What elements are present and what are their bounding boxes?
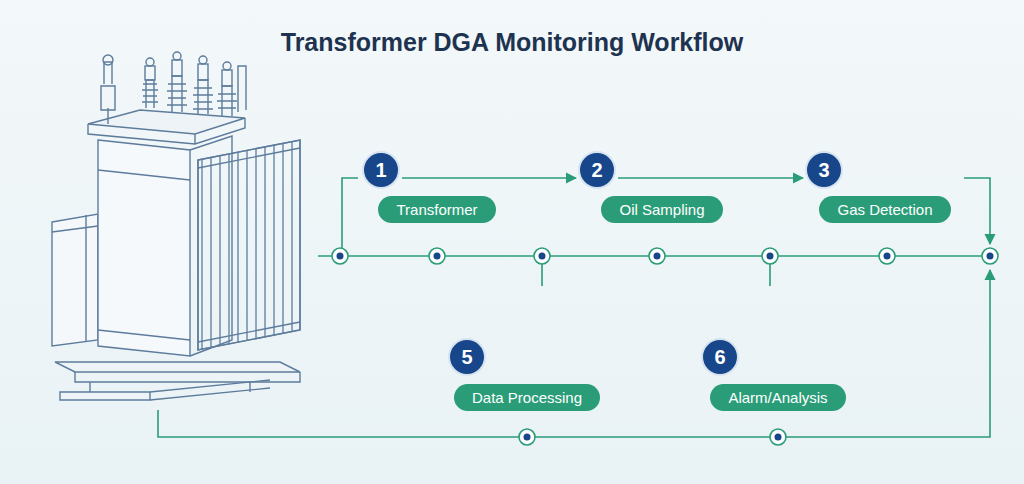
step-label-pill: Data Processing — [454, 384, 600, 411]
step-label-pill: Gas Detection — [819, 196, 950, 223]
flow-arrow — [618, 177, 803, 179]
bushing — [167, 52, 187, 112]
step-number: 3 — [818, 159, 829, 182]
step-number-circle: 6 — [703, 340, 737, 374]
step-number: 2 — [591, 159, 602, 182]
step-number: 1 — [375, 159, 386, 182]
flow-arrow — [402, 177, 576, 179]
step-label-pill: Transformer — [378, 196, 495, 223]
step-label: Oil Sampling — [619, 201, 704, 218]
step-number-circle: 1 — [364, 153, 398, 187]
step-label: Transformer — [396, 201, 477, 218]
bushing — [217, 62, 237, 116]
bushing — [142, 58, 158, 108]
step-number-circle: 3 — [807, 153, 841, 187]
diagram-title: Transformer DGA Monitoring Workflow — [0, 28, 1024, 57]
bushing — [193, 56, 213, 114]
transformer-drawing — [52, 52, 300, 400]
step-label-pill: Oil Sampling — [601, 196, 722, 223]
timeline-dots — [332, 248, 998, 445]
flow-lines — [158, 178, 990, 437]
step-number: 5 — [461, 346, 472, 369]
step-number-circle: 2 — [580, 153, 614, 187]
step-label-pill: Alarm/Analysis — [710, 384, 845, 411]
step-number-circle: 5 — [450, 340, 484, 374]
step-label: Data Processing — [472, 389, 582, 406]
step-number: 6 — [714, 346, 725, 369]
step-label: Gas Detection — [837, 201, 932, 218]
step-label: Alarm/Analysis — [728, 389, 827, 406]
